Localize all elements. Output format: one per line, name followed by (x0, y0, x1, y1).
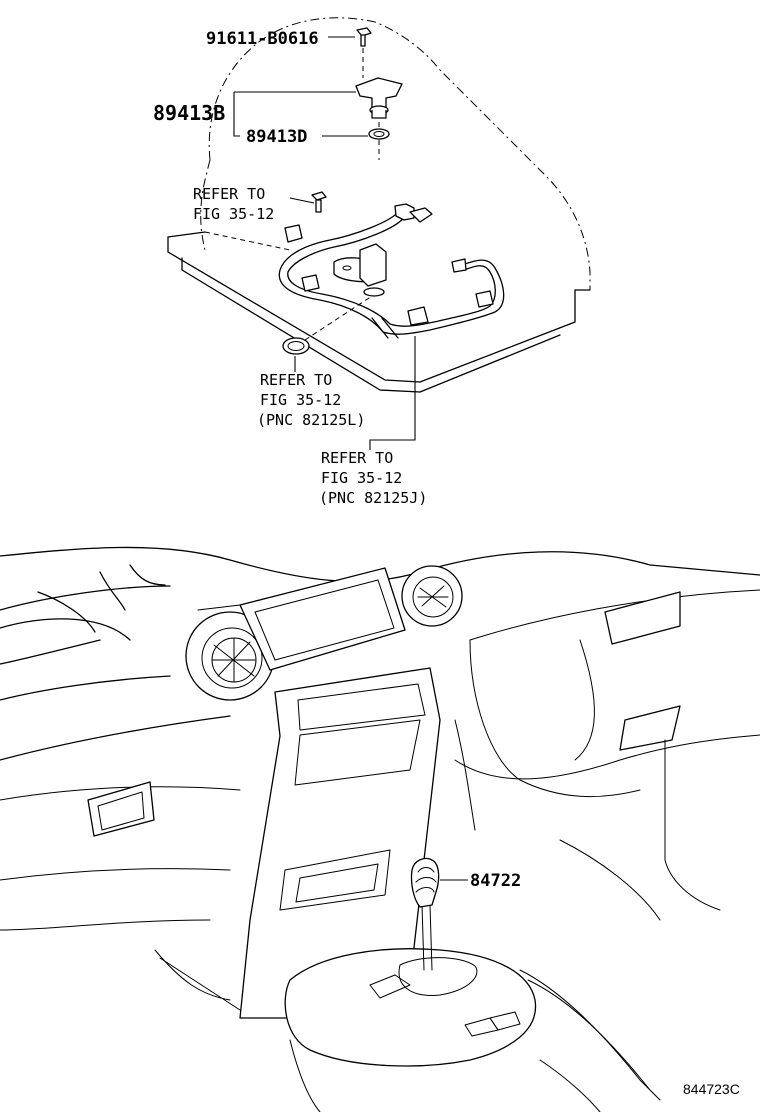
figure-code: 844723C (683, 1081, 740, 1097)
label-89413b: 89413B (153, 101, 225, 125)
label-gasket-ref-line2: FIG 35-12 (260, 391, 341, 409)
label-harness-ref-line2: FIG 35-12 (321, 469, 402, 487)
label-84722: 84722 (470, 871, 521, 891)
harness-sensor (333, 243, 387, 297)
gasket-82125l (282, 295, 373, 355)
transmission-case (167, 17, 591, 393)
label-harness-ref-line3: (PNC 82125J) (319, 489, 427, 507)
label-91611-b0616: 91611-B0616 (206, 29, 319, 49)
wire-harness (278, 203, 505, 339)
sensor-89413b (355, 77, 403, 119)
label-gasket-ref-line3: (PNC 82125L) (257, 411, 365, 429)
instrument-panel (0, 546, 760, 1112)
label-gasket-ref-line1: REFER TO (260, 371, 332, 389)
label-sensor-bolt-ref-line1: REFER TO (193, 185, 265, 203)
shift-knob-84722 (410, 857, 468, 971)
upper-leaders (233, 36, 416, 450)
label-sensor-bolt-ref-line2: FIG 35-12 (193, 205, 274, 223)
label-89413d: 89413D (246, 127, 307, 147)
o-ring-89413d (368, 122, 390, 160)
sensor-bolt-ref-part (311, 191, 327, 213)
label-harness-ref-line1: REFER TO (321, 449, 393, 467)
bolt-91611-b0616 (356, 27, 372, 78)
